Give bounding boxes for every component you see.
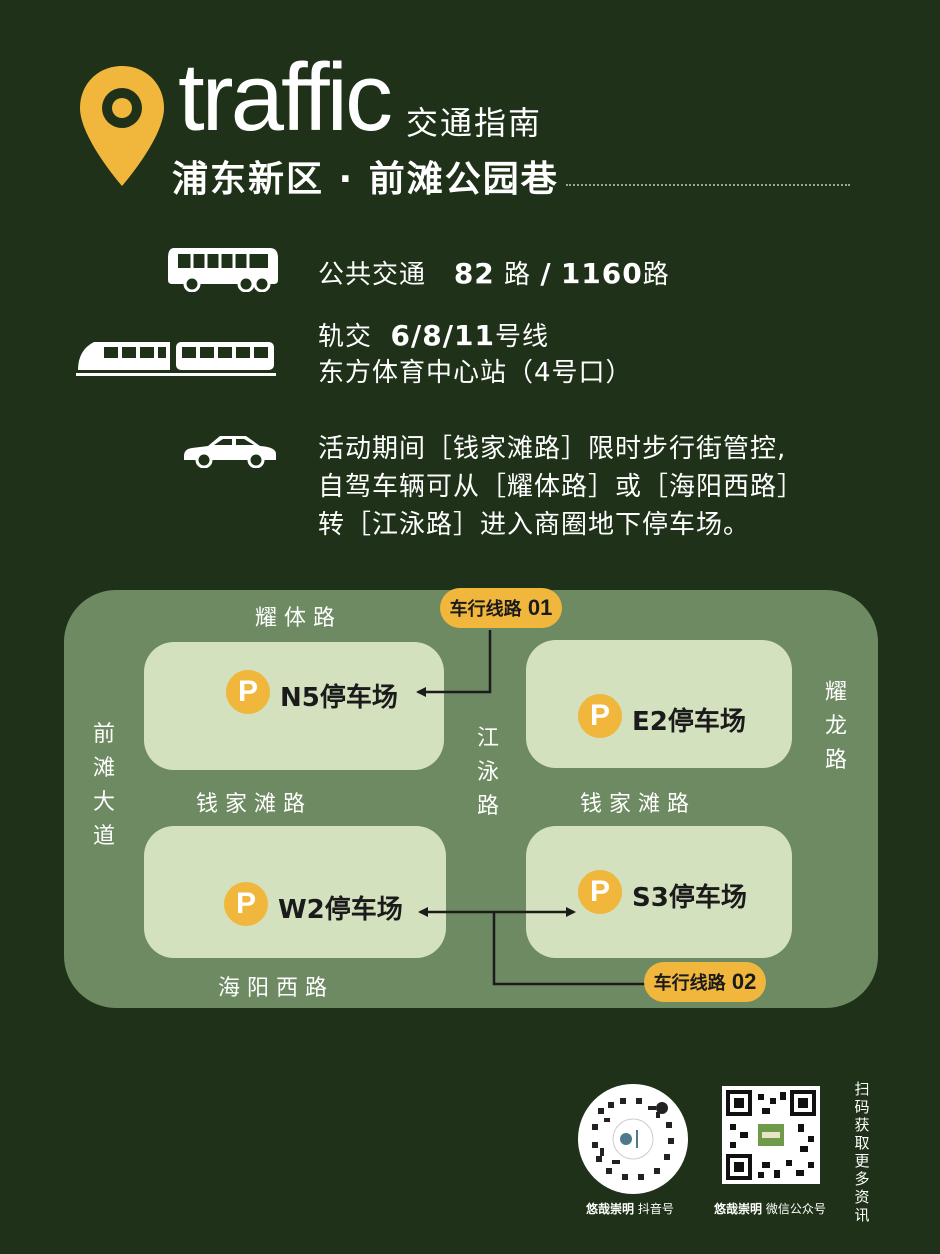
lot-n5: N5停车场	[280, 683, 398, 713]
parking-icon-s3: P	[578, 870, 622, 914]
bus-route-1-unit: 路	[504, 260, 532, 290]
metro-station: 东方体育中心站（4号口）	[318, 358, 633, 388]
street-yaoti-road: 耀 体 路	[255, 606, 335, 631]
wechat-label: 悠哉崇明 微信公众号	[714, 1200, 826, 1217]
route-badge-02: 车行线路 02	[644, 962, 766, 1002]
street-qianjiatan-road-east: 钱 家 滩 路	[580, 792, 689, 817]
route-01-label: 车行线路	[449, 599, 522, 620]
wechat-qr-code[interactable]	[722, 1086, 820, 1184]
parking-icon-n5: P	[226, 670, 270, 714]
bus-route-2: 1160	[560, 257, 643, 290]
dotted-divider	[566, 184, 850, 186]
route-01-number: 01	[527, 595, 553, 620]
street-yaolong-road: 耀龙路	[824, 680, 847, 773]
metro-lines-unit: 号线	[494, 322, 549, 352]
bus-label: 公共交通	[318, 260, 427, 290]
wechat-suffix: 微信公众号	[765, 1202, 826, 1216]
car-note-line-2: 自驾车辆可从［耀体路］或［海阳西路］	[318, 472, 805, 502]
street-qianjiatan-road-west: 钱 家 滩 路	[196, 792, 305, 817]
route-badge-01: 车行线路 01	[440, 588, 562, 628]
location-name: 浦东新区 · 前滩公园巷	[172, 159, 559, 200]
route-02-line-b	[492, 912, 660, 986]
douyin-qr-code[interactable]	[578, 1084, 688, 1194]
bus-route-separator: /	[540, 257, 552, 290]
parking-block-e2	[526, 640, 792, 768]
route-02-label: 车行线路	[653, 973, 726, 994]
street-qiantan-avenue: 前滩大道	[92, 722, 115, 849]
street-haiyang-west-road: 海 阳 西 路	[218, 976, 327, 1001]
page-title: traffic	[178, 44, 393, 151]
metro-label: 轨交	[318, 322, 373, 352]
bus-route-1: 82	[453, 257, 495, 290]
scan-note: 扫码获取更多资讯	[854, 1080, 870, 1224]
lot-e2: E2停车场	[632, 707, 746, 737]
car-note-line-3: 转［江泳路］进入商圈地下停车场。	[318, 510, 751, 540]
metro-info: 轨交 6/8/11号线	[318, 316, 549, 353]
douyin-label: 悠哉崇明 抖音号	[586, 1200, 674, 1217]
lot-w2: W2停车场	[278, 895, 403, 925]
car-note-line-1: 活动期间［钱家滩路］限时步行街管控,	[318, 434, 787, 464]
bus-icon	[168, 248, 278, 292]
wechat-account-name: 悠哉崇明	[714, 1202, 763, 1216]
car-icon	[184, 436, 276, 468]
parking-block-n5	[144, 642, 444, 770]
bus-route-2-unit: 路	[642, 260, 670, 290]
douyin-account-name: 悠哉崇明	[586, 1202, 635, 1216]
route-01-line	[416, 630, 492, 697]
parking-icon-e2: P	[578, 694, 622, 738]
douyin-suffix: 抖音号	[637, 1202, 674, 1216]
parking-block-s3	[526, 826, 792, 958]
parking-icon-w2: P	[224, 882, 268, 926]
train-icon	[76, 342, 276, 376]
lot-s3: S3停车场	[632, 883, 747, 913]
page-subtitle: 交通指南	[406, 104, 543, 142]
parking-block-w2	[144, 826, 446, 958]
bus-info: 公共交通 82 路 / 1160路	[318, 254, 670, 291]
route-02-number: 02	[731, 969, 757, 994]
street-jiangyong-road: 江泳路	[476, 726, 499, 819]
location-pin-icon	[80, 66, 164, 186]
metro-lines: 6/8/11	[390, 319, 495, 352]
